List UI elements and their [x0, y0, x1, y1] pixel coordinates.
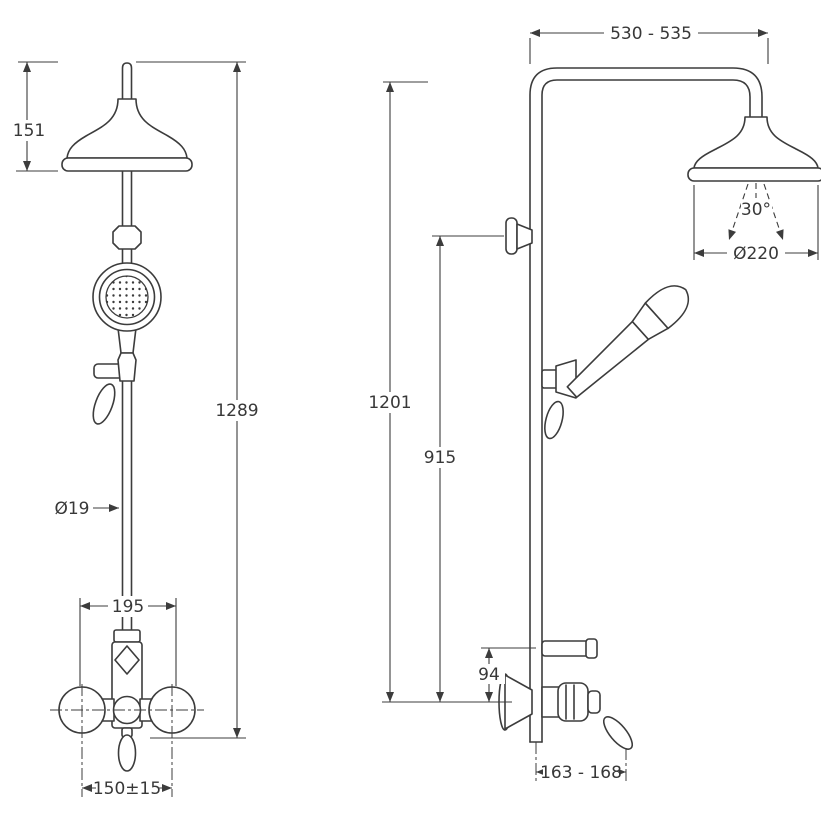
- hand-shower-side: [541, 285, 690, 440]
- diverter-lever-front: [92, 383, 116, 425]
- dim-top-reach: 530 - 535: [529, 23, 769, 64]
- dim-valve-offset: 94: [473, 647, 536, 702]
- dim-pipe-diameter: Ø19: [54, 499, 119, 519]
- rain-head-side: [687, 116, 821, 182]
- dim-supply-centers: 150±15: [82, 778, 172, 799]
- dim-label-top-reach: 530 - 535: [610, 24, 692, 44]
- dim-label-total-height: 1289: [215, 401, 258, 421]
- wall-bracket-side: [505, 217, 533, 255]
- valve-lever-front: [117, 734, 137, 772]
- dim-height-upper: 1201: [362, 81, 428, 702]
- dim-head-diameter: Ø220: [693, 185, 819, 264]
- dim-label-head-height: 151: [13, 121, 45, 141]
- dim-trim-width: 195: [79, 596, 177, 686]
- rain-head-front: [61, 98, 193, 172]
- dim-label-supply-centers: 150±15: [93, 779, 161, 799]
- spray-face: [105, 275, 149, 319]
- mixer-valve-front: [50, 629, 204, 797]
- dim-label-head-diameter: Ø220: [733, 244, 779, 264]
- front-view: 151 1289 Ø19 195 150±15: [12, 61, 264, 799]
- dim-label-trim-width: 195: [112, 597, 144, 617]
- dim-height-bracket: 915: [414, 235, 504, 702]
- dim-head-height: 151: [12, 61, 58, 172]
- side-view: 30° Ø220 530 - 535: [362, 23, 821, 783]
- dim-total-height: 1289: [136, 61, 264, 739]
- dim-label-height-bracket: 915: [424, 448, 456, 468]
- dim-label-valve-offset: 94: [478, 665, 500, 685]
- dim-label-spray-angle: 30°: [741, 200, 771, 220]
- diverter-lever-side: [544, 400, 564, 440]
- dim-spray-angle: 30°: [728, 183, 784, 241]
- upper-fitting-side: [541, 638, 598, 659]
- dim-bottom-depth: 163 - 168: [535, 742, 627, 783]
- dim-label-bottom-depth: 163 - 168: [540, 763, 622, 783]
- dim-label-pipe-diameter: Ø19: [54, 499, 89, 519]
- hand-shower-front: [92, 262, 162, 382]
- mixer-valve-side: [498, 673, 634, 750]
- dim-label-height-upper: 1201: [368, 393, 411, 413]
- valve-lever-side: [602, 716, 634, 750]
- pipe-union-nut: [112, 225, 142, 250]
